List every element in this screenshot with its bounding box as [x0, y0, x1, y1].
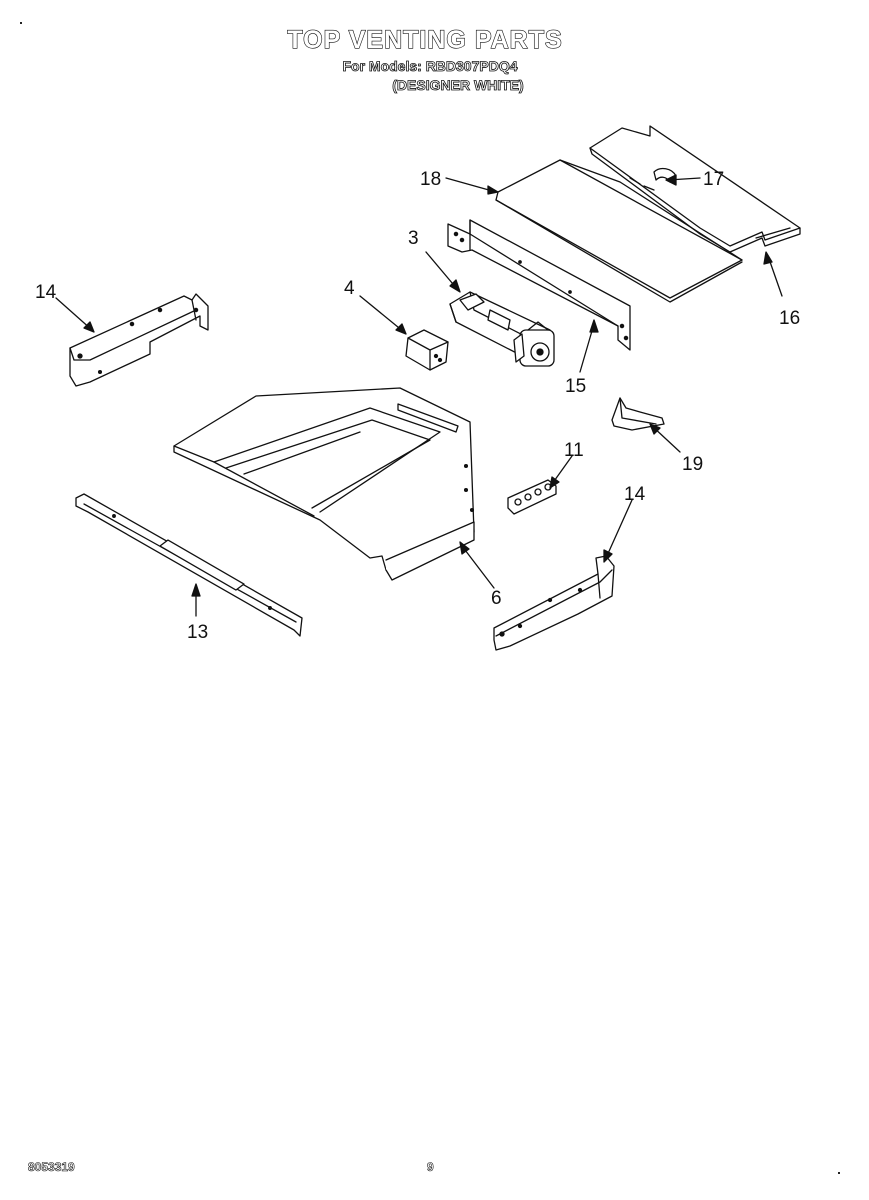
callout-6: 6 — [491, 588, 502, 609]
part-11-terminal-block — [507, 479, 557, 515]
part-14-left-bracket — [69, 293, 209, 387]
callout-13: 13 — [187, 622, 208, 643]
callout-14-left: 14 — [35, 282, 57, 303]
document-number: 8053319 — [28, 1160, 75, 1175]
page-number: 9 — [427, 1160, 434, 1175]
scan-speck — [20, 22, 22, 24]
part-18-plate — [495, 159, 743, 303]
leader-arrows — [55, 174, 783, 617]
part-6-vent-hood — [173, 387, 475, 581]
part-4-block — [405, 329, 449, 371]
models-line: For Models: RBD307PDQ4 — [342, 58, 518, 75]
callout-16: 16 — [779, 308, 800, 329]
part-14-right-bracket — [493, 555, 615, 651]
callout-3: 3 — [408, 228, 419, 249]
part-16-top-panel — [589, 125, 801, 253]
callout-labels: 18 17 3 16 14 4 15 11 19 14 6 13 — [35, 169, 800, 643]
callout-19: 19 — [682, 454, 703, 475]
callout-18: 18 — [420, 169, 441, 190]
callout-11: 11 — [564, 440, 584, 461]
part-19-bracket — [611, 397, 665, 431]
callout-17: 17 — [703, 169, 724, 190]
part-15-bracket — [447, 219, 631, 351]
part-3-fan-motor — [449, 291, 555, 367]
scan-speck — [838, 1172, 840, 1174]
variant-line: (DESIGNER WHITE) — [392, 77, 524, 94]
callout-14-right: 14 — [624, 484, 646, 505]
callout-4: 4 — [344, 278, 355, 299]
part-13-strip — [75, 493, 303, 637]
page-title: TOP VENTING PARTS — [287, 25, 563, 54]
callout-15: 15 — [565, 376, 586, 397]
